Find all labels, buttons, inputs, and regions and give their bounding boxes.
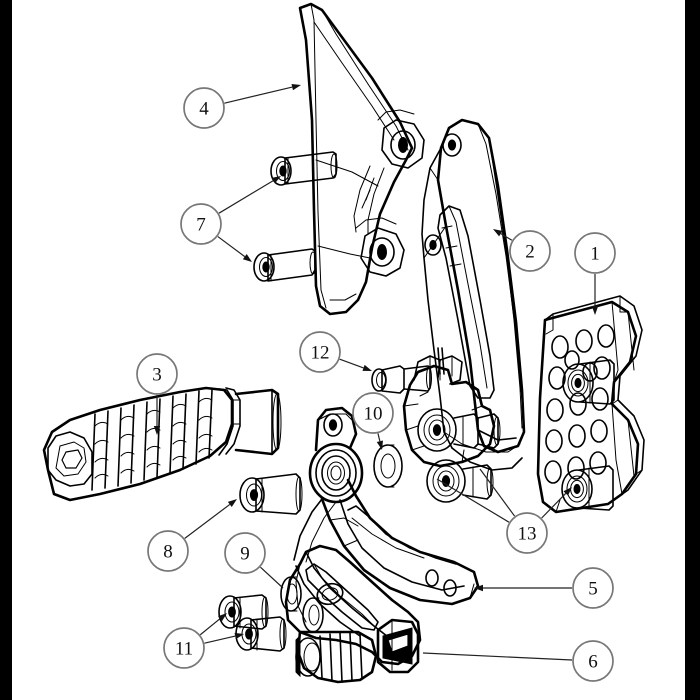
balloon-circle-12 [299,331,341,373]
leader-line-9 [260,566,284,589]
leader-arrowhead-11 [234,632,244,640]
balloon-label-9: 9 [240,544,250,565]
balloon-circle-10 [352,392,394,434]
part-main-bracket [421,118,526,471]
balloon-circle-8 [147,530,189,572]
callout-balloon-10[interactable]: 10 [352,392,394,434]
callout-balloon-5[interactable]: 5 [572,567,614,609]
washer-1 [280,576,302,612]
leader-arrowhead-3 [153,426,161,435]
balloon-circle-11 [163,627,205,669]
part-spacer-washer [373,444,403,488]
leader-lines [153,83,599,661]
callout-balloon-7[interactable]: 7 [180,203,222,245]
pedal-tip-ribs [295,630,378,684]
heel-plate-bolt-lower [561,465,614,511]
leader-arrowhead-7 [271,176,281,184]
leader-line-7 [218,180,274,214]
balloon-label-6: 6 [588,652,598,673]
bolt-lower [253,248,317,282]
right-edge-bar [685,0,700,700]
balloon-label-12: 12 [311,343,330,364]
leader-line-4 [224,86,293,104]
leader-line-13 [479,468,516,517]
balloon-circle-3 [136,353,178,395]
balloon-label-13: 13 [518,524,537,545]
part-washers [280,576,324,633]
part-shield-bolts [253,151,338,282]
part-brake-pedal-arm [293,406,480,606]
heel-plate-bolt-upper [562,359,615,405]
leader-line-13 [436,478,510,523]
balloon-label-8: 8 [163,542,173,563]
callout-balloon-8[interactable]: 8 [147,530,189,572]
leader-line-13 [541,493,567,519]
callout-balloon-9[interactable]: 9 [224,532,266,574]
callout-balloon-3[interactable]: 3 [136,353,178,395]
balloon-label-3: 3 [152,365,162,386]
leader-arrowhead-7 [242,254,252,262]
callout-balloon-4[interactable]: 4 [183,87,225,129]
left-edge-bar [0,0,12,700]
leader-line-6 [422,652,573,661]
bolt-upper [270,151,338,186]
part-footpeg-pivot-bolt [239,473,303,515]
leader-arrowhead-12 [362,364,372,371]
leader-line-11 [204,635,236,644]
leader-arrowhead-5 [474,584,483,592]
callout-balloon-6[interactable]: 6 [572,640,614,682]
pedal-bolt-1 [218,594,269,630]
callout-balloon-12[interactable]: 12 [299,331,341,373]
washer-2 [302,597,324,633]
leader-arrowhead-10 [376,440,383,450]
callout-balloon-11[interactable]: 11 [163,627,205,669]
leader-arrowhead-8 [227,499,237,507]
leader-arrowhead-2 [493,229,503,237]
part-heel-plate-shield [298,2,425,316]
balloon-circle-1 [574,232,616,274]
leader-line-7 [217,236,246,258]
leader-arrowhead-13 [563,487,572,496]
callout-balloon-2[interactable]: 2 [509,230,551,272]
callout-balloon-1[interactable]: 1 [574,232,616,274]
balloon-label-7: 7 [196,215,206,236]
part-pivot-housing [402,347,501,503]
balloon-circle-13 [506,512,548,554]
leader-line-10 [377,433,381,442]
leader-line-11 [199,618,221,636]
balloon-circle-4 [183,87,225,129]
leader-line-8 [184,503,231,539]
leader-arrowhead-4 [291,83,301,91]
balloon-label-11: 11 [175,639,193,660]
part-footpeg-knurled [42,386,282,502]
leader-line-12 [339,358,364,369]
part-pedal-bolts [218,594,287,652]
balloon-label-5: 5 [588,579,598,600]
leader-arrowhead-1 [591,306,599,315]
balloon-circle-2 [509,230,551,272]
balloon-circle-9 [224,532,266,574]
part-pivot-bolt [371,365,432,394]
balloon-circle-5 [572,567,614,609]
balloon-label-10: 10 [364,404,383,425]
balloon-label-2: 2 [525,242,535,263]
balloon-circle-7 [180,203,222,245]
balloon-label-1: 1 [590,244,600,265]
leader-line-2 [500,233,513,241]
leader-arrowhead-11 [217,613,227,622]
part-heel-guard-plate [536,295,645,514]
balloon-circle-6 [572,640,614,682]
balloon-label-4: 4 [199,99,209,120]
part-pedal-tip [284,544,422,684]
knurl-texture [91,389,213,491]
callout-balloon-13[interactable]: 13 [506,512,548,554]
